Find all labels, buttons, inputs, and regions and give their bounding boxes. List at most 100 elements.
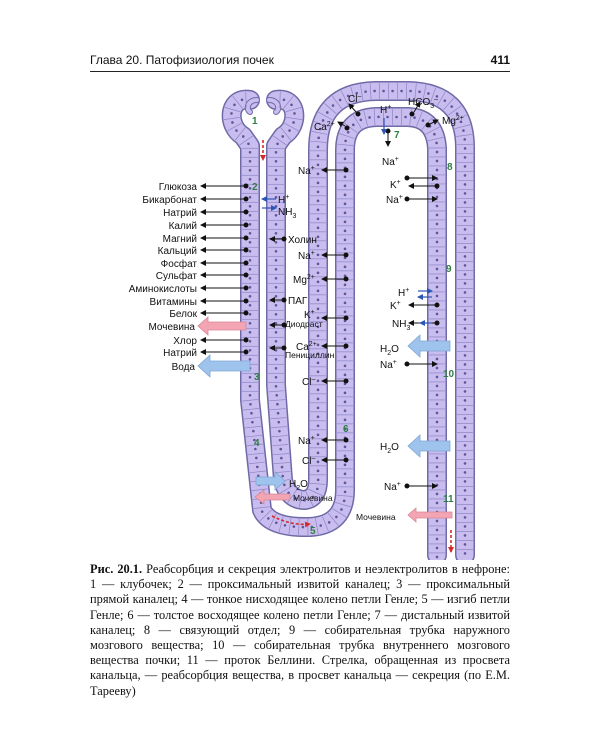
water-urea-block-arrows [197,316,453,523]
cell-nucleus [248,240,252,244]
cell-nucleus [463,489,467,492]
cell-nucleus [463,318,467,321]
cell-nucleus [343,400,347,404]
cell-nucleus [463,417,467,420]
label-cl-asc-1: Cl– [302,376,315,388]
label-h-proximal: H+ [278,194,289,206]
cell-nucleus [400,89,403,93]
label-mg-asc: Mg2+ [293,274,315,286]
cell-division [271,435,288,438]
water-arrow-duct-2 [407,434,451,458]
cell-nucleus [463,462,467,465]
cell-nucleus [435,276,439,280]
cell-nucleus [316,469,320,473]
cell-nucleus [435,384,439,388]
cell-division [318,111,333,121]
cell-nucleus [343,148,347,152]
cell-nucleus [290,103,293,107]
label-diodrast: Диодраст [285,319,323,329]
cell-nucleus [248,204,252,208]
cell-nucleus [248,285,252,289]
cell-nucleus [343,418,347,422]
cell-nucleus [463,390,467,393]
cell-nucleus [327,521,331,524]
cell-division [278,516,284,533]
cell-nucleus [463,201,467,204]
cell-nucleus [342,499,346,503]
cell-nucleus [274,348,278,352]
cell-nucleus [282,98,286,102]
cell-division [259,509,272,522]
cell-nucleus [283,523,287,527]
cell-nucleus [463,471,467,474]
cell-division [269,408,286,411]
cell-division [273,453,290,456]
cell-division [422,84,427,101]
label-chloride: Хлор [173,336,197,347]
cell-nucleus [463,138,467,141]
cell-divisions [223,83,474,559]
cell-nucleus [463,291,467,294]
cell-nucleus [463,426,467,429]
cell-nucleus [463,264,467,267]
label-potassium: Калий [169,221,197,232]
cell-nucleus [274,186,278,190]
cell-nucleus [364,90,367,93]
cell-nucleus [316,433,320,437]
cell-division [227,122,242,132]
label-magnesium: Магний [163,234,197,245]
cell-nucleus [435,168,439,172]
cell-nucleus [274,159,278,163]
cell-division [332,508,347,518]
cell-division [284,122,299,132]
label-urea-duct: Мочевина [356,512,396,522]
cell-nucleus [233,103,236,107]
chapter-title: Глава 20. Патофизиология почек [90,53,274,67]
page-number: 411 [490,53,510,67]
cell-nucleus [316,406,320,410]
cell-nucleus [275,393,279,397]
cell-nucleus [281,474,285,478]
cell-nucleus [404,115,407,119]
cell-nucleus [463,336,467,339]
h-nh3-exchange-arrows [261,196,277,211]
cell-division [280,127,292,141]
cell-nucleus [343,184,347,188]
cell-division [331,95,342,109]
cell-division [298,518,300,535]
cell-nucleus [435,492,439,496]
cell-division [350,86,356,103]
cell-division [437,91,446,106]
cell-nucleus [248,267,252,271]
cell-nucleus [343,409,347,413]
cell-nucleus [276,142,279,146]
cell-nucleus [287,491,290,495]
cell-nucleus [256,474,260,478]
cell-nucleus [248,312,252,316]
cell-division [271,426,288,429]
secretion-arrows-proximal [269,236,287,351]
cell-nucleus [343,373,347,377]
cell-nucleus [355,91,359,95]
cell-division [224,107,241,113]
cell-nucleus [240,98,244,102]
cell-nucleus [463,156,467,159]
nephron-figure: Глюкоза Бикарбонат Натрий Калий Магний К… [129,81,475,560]
cell-nucleus [463,363,467,366]
cell-nucleus [340,508,343,511]
cell-division [344,122,358,134]
cell-division [270,417,287,420]
cell-nucleus [248,222,252,226]
cell-nucleus [274,258,278,262]
label-sulfate: Сульфат [156,270,198,282]
cell-nucleus [315,487,319,491]
cell-nucleus [274,366,278,370]
segment-number-11: 11 [443,494,454,505]
cell-division [451,114,467,122]
cell-nucleus [435,501,439,505]
label-k-asc: K+ [304,309,315,321]
cell-division [234,127,246,141]
cell-nucleus [316,478,320,482]
cell-nucleus [253,438,256,442]
loop-flow-arrow [271,515,311,528]
